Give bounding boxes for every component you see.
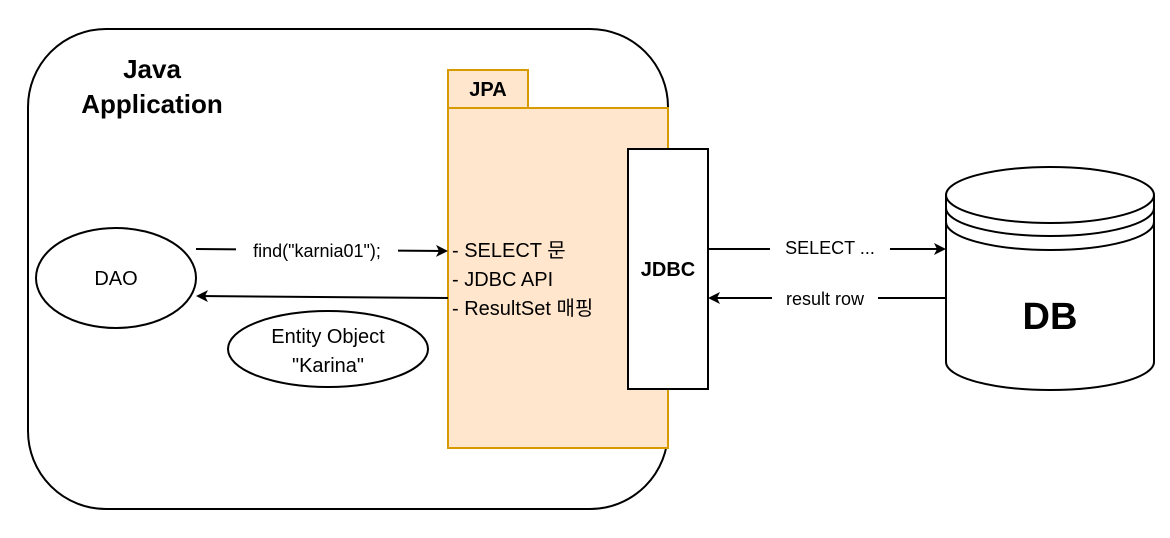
jpa-item-jdbc-api: - JDBC API	[452, 269, 553, 291]
edge-jdbc-to-db: SELECT ...	[708, 236, 946, 260]
entity-object-line2: "Karina"	[292, 355, 364, 377]
edge-jpa-to-dao-line	[196, 290, 449, 303]
edge-jdbc-to-db-label: SELECT ...	[785, 238, 875, 258]
db-body	[945, 195, 1155, 391]
db-ring-2	[945, 221, 1155, 251]
edge-jdbc-to-db-label-bg	[770, 236, 890, 260]
dao-label: DAO	[94, 268, 137, 290]
edge-dao-to-jpa-label-bg	[236, 239, 398, 261]
java-application-title-line2: Application	[81, 89, 223, 119]
dao-ellipse	[35, 227, 197, 329]
jdbc-label: JDBC	[641, 259, 695, 281]
jpa-tab	[447, 69, 529, 109]
jdbc-box	[627, 148, 709, 390]
jpa-tab-label: JPA	[469, 79, 506, 101]
entity-object-ellipse	[227, 310, 429, 388]
jdbc-component: JDBC	[627, 148, 709, 390]
edge-dao-to-jpa-label: find("karnia01");	[253, 241, 381, 261]
db-label: DB	[1023, 296, 1078, 338]
edge-db-to-jdbc-label: result row	[786, 289, 865, 309]
java-application-title-line1: Java	[123, 54, 181, 84]
edge-db-to-jdbc-label-bg	[772, 287, 878, 311]
db-cylinder: DB	[945, 166, 1155, 391]
entity-object-line1: Entity Object	[271, 326, 385, 348]
edge-db-to-jdbc: result row	[708, 287, 946, 311]
db-ring-1	[945, 207, 1155, 237]
entity-object-node: Entity Object "Karina"	[227, 310, 429, 388]
dao-node: DAO	[35, 227, 197, 329]
jpa-item-select: - SELECT 문	[452, 240, 566, 262]
jpa-item-resultset-mapping: - ResultSet 매핑	[452, 297, 593, 320]
edge-jpa-to-dao	[196, 290, 449, 303]
edge-dao-to-jpa: find("karnia01");	[195, 239, 448, 261]
db-top	[945, 166, 1155, 224]
